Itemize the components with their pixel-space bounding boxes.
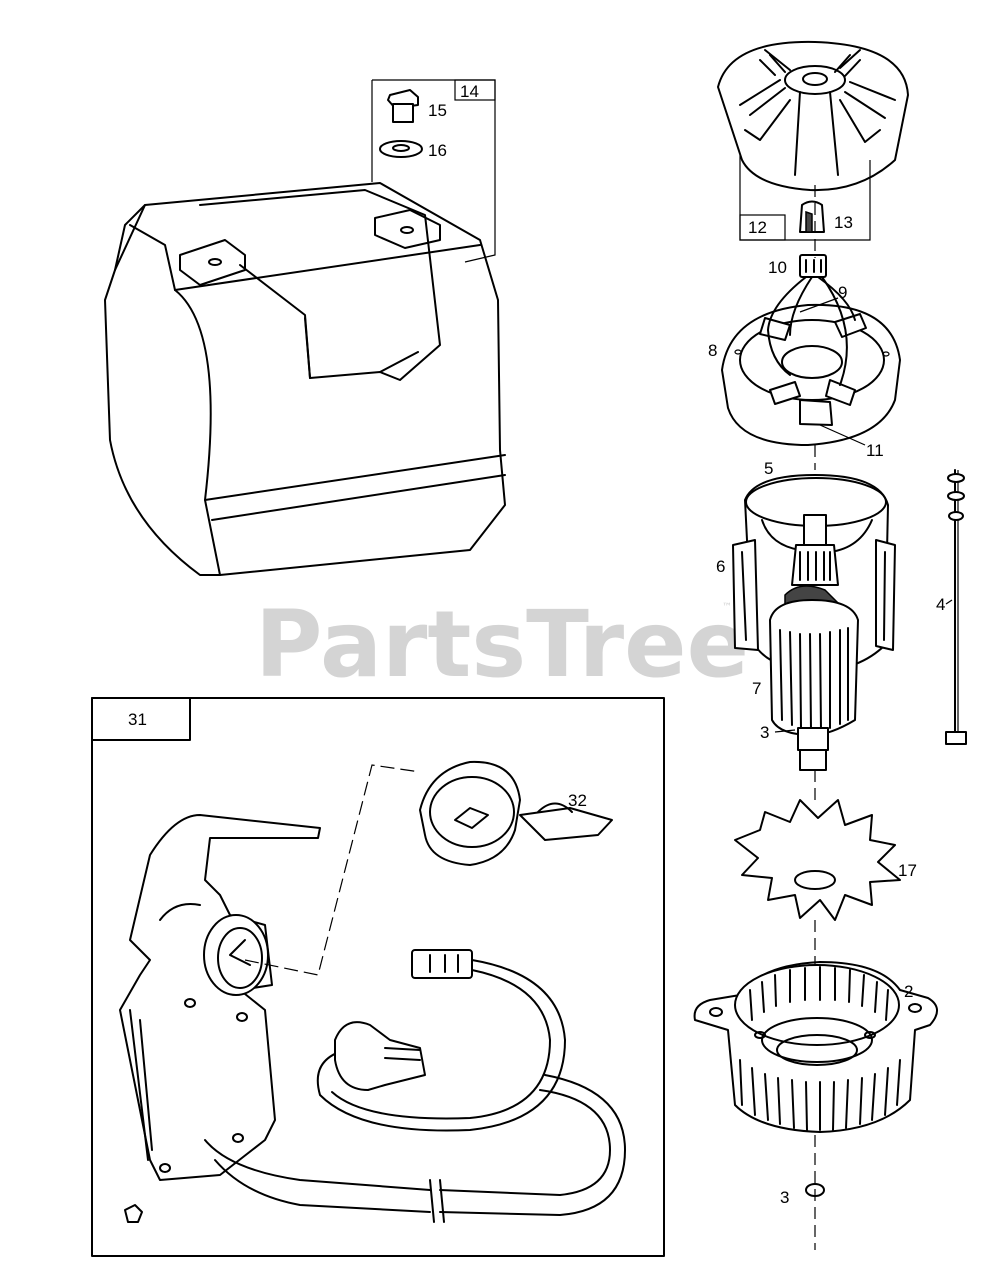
end-bell-2 <box>693 961 938 1133</box>
callout-4: 4 <box>936 595 945 614</box>
leader-4 <box>945 599 953 605</box>
watermark-trademark: ™ <box>722 602 732 613</box>
callout-11: 11 <box>866 441 884 460</box>
callout-7: 7 <box>752 679 761 698</box>
switch-kit-box-31 <box>91 697 665 1257</box>
callout-31: 31 <box>128 710 147 729</box>
callout-17: 17 <box>898 861 917 880</box>
small-screw <box>124 1204 143 1223</box>
washer-16 <box>379 140 423 158</box>
bushing-13 <box>799 200 825 233</box>
bolt-15 <box>387 89 419 123</box>
callout-6: 6 <box>716 557 725 576</box>
callout-15: 15 <box>428 101 447 120</box>
field-coil-assembly <box>717 40 909 192</box>
control-knob <box>419 760 521 866</box>
brush-holder-8 <box>721 303 901 446</box>
clip-32 <box>519 802 613 841</box>
callout-3a: 3 <box>760 723 769 742</box>
callout-9: 9 <box>838 283 847 302</box>
wiring-harness <box>204 949 626 1223</box>
watermark-text: PartsTree <box>255 591 749 698</box>
lead-wires-9 <box>767 276 856 386</box>
armature-7 <box>769 514 859 771</box>
callout-16: 16 <box>428 141 447 160</box>
switch-assembly <box>119 814 321 1181</box>
callout-2: 2 <box>904 982 913 1001</box>
knob-alignment-line <box>244 764 421 976</box>
bracket-14 <box>371 79 496 263</box>
callout-14: 14 <box>460 82 479 101</box>
callout-32: 32 <box>568 791 587 810</box>
callout-5: 5 <box>764 459 773 478</box>
connector-10 <box>799 254 827 278</box>
callout-10: 10 <box>768 258 787 277</box>
motor-cover <box>104 182 506 576</box>
callout-3b: 3 <box>780 1188 789 1207</box>
through-bolt-4 <box>945 469 967 745</box>
callout-12: 12 <box>748 218 767 237</box>
bracket-12 <box>739 155 871 241</box>
leader-3a <box>774 729 796 733</box>
leader-9 <box>799 297 839 313</box>
callout-13: 13 <box>834 213 853 232</box>
fan-17 <box>734 799 901 921</box>
callout-8: 8 <box>708 341 717 360</box>
leader-11 <box>819 424 866 446</box>
